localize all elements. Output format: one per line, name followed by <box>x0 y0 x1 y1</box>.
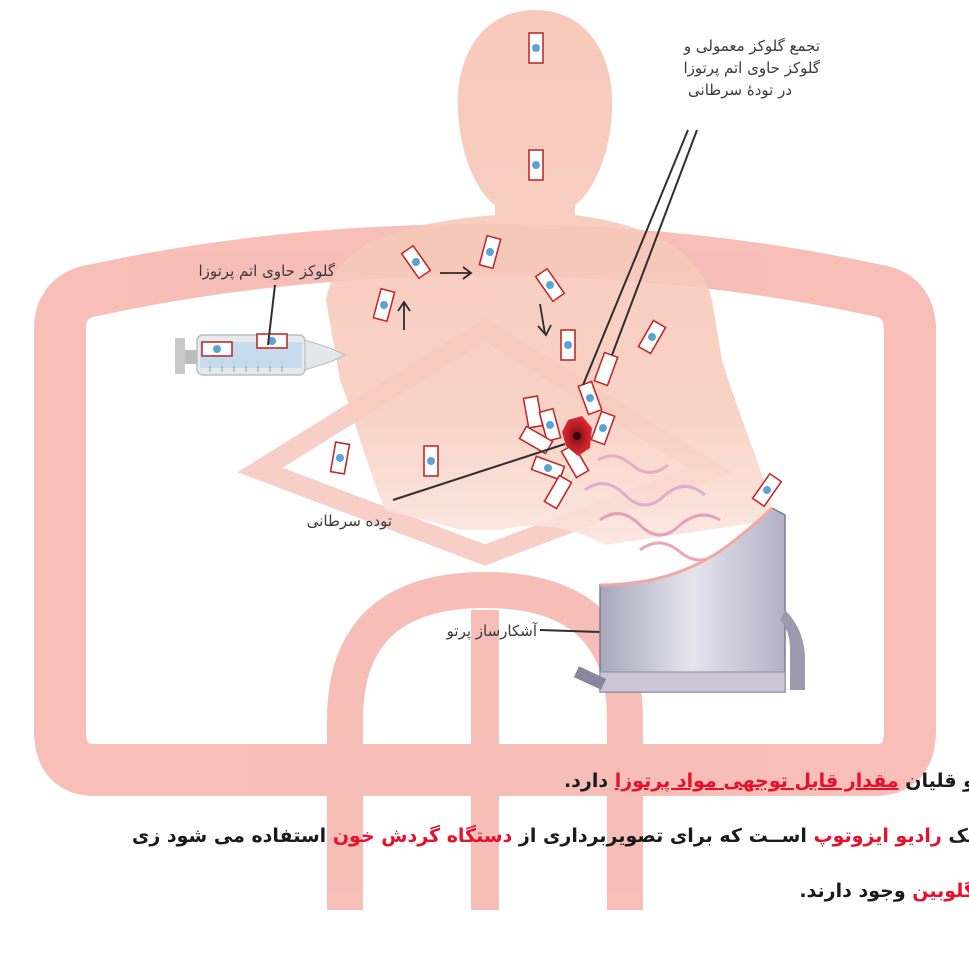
highlight-circulatory-system: دستگاه گردش خون <box>333 825 512 847</box>
highlight-radioactive-amount: مقدار قابل توجهی مواد پرتوزا <box>615 770 899 792</box>
text-fragment: اســت که برای تصویربرداری از <box>519 825 807 847</box>
radioactive-atom-dot <box>213 345 221 353</box>
text-fragment: و قلیان <box>905 770 969 792</box>
radioactive-atom-dot <box>532 161 540 169</box>
glucose-marker <box>257 334 287 348</box>
glucose-marker <box>202 342 232 356</box>
label-line: تجمع گلوکز معمولی و <box>580 35 820 57</box>
highlight-radio-isotope: رادیو ایزوتوپ <box>814 825 942 847</box>
glucose-marker <box>424 446 438 476</box>
text-line-1: و قلیان مقدار قابل توجهی مواد پرتوزا دار… <box>564 770 969 792</box>
label-glucose-cluster: تجمع گلوکز معمولی و گلوکز حاوی اتم پرتوز… <box>580 35 820 101</box>
text-fragment: یک <box>948 825 969 847</box>
radioactive-atom-dot <box>427 457 435 465</box>
label-glucose-radioactive: گلوکز حاوی اتم پرتوزا <box>150 260 335 282</box>
text-fragment: وجود دارند. <box>799 880 905 902</box>
label-tumor-mass: توده سرطانی <box>300 510 392 532</box>
glucose-marker <box>561 330 575 360</box>
text-fragment: استفاده می شود زی <box>132 825 326 847</box>
radioactive-atom-dot <box>564 341 572 349</box>
glucose-marker <box>331 442 350 474</box>
text-line-2: یک رادیو ایزوتوپ اســت که برای تصویربردا… <box>132 825 969 847</box>
text-line-3: گلوبین وجود دارند. <box>799 880 969 902</box>
label-line: گلوکز حاوی اتم پرتوزا <box>580 57 820 79</box>
highlight-globin: گلوبین <box>912 880 969 902</box>
glucose-marker <box>529 33 543 63</box>
text-fragment: دارد. <box>564 770 608 792</box>
label-line: در تودۀ سرطانی <box>580 79 792 101</box>
label-radiation-detector: آشکارساز پرتو <box>415 620 537 642</box>
glucose-marker <box>529 150 543 180</box>
radioactive-atom-dot <box>532 44 540 52</box>
